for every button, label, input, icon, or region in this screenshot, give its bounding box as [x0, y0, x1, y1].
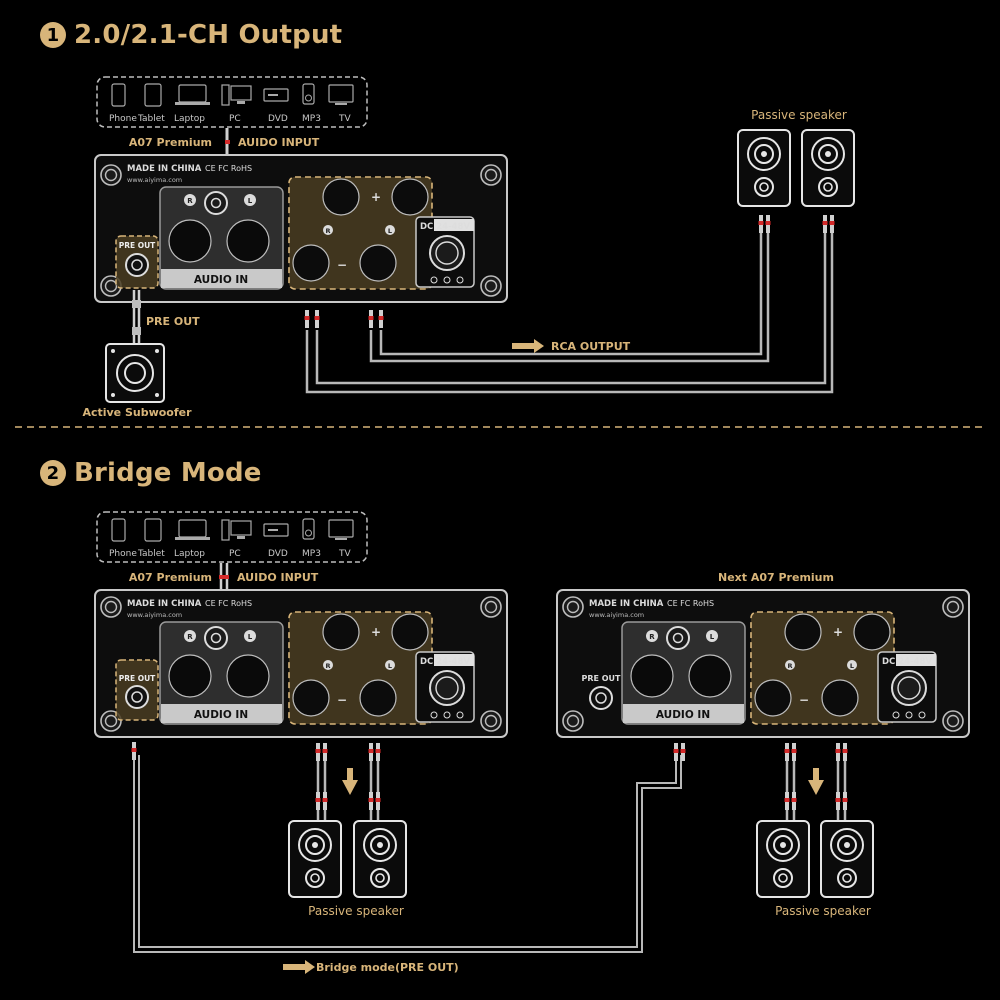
source-labels-bottom: Phone Tablet Laptop PC DVD MP3 TV	[109, 549, 351, 559]
svg-text:R: R	[325, 227, 330, 235]
svg-text:R: R	[325, 662, 330, 670]
certs-top: CE FC RoHS	[205, 164, 252, 173]
source-labels-top: Phone Tablet Laptop PC DVD MP3 TV	[109, 114, 351, 124]
svg-text:R: R	[187, 197, 193, 205]
svg-text:−: −	[799, 693, 809, 707]
svg-text:L: L	[850, 662, 854, 670]
svg-text:+: +	[833, 625, 843, 639]
website-top: www.aiyima.com	[127, 176, 182, 184]
svg-text:R: R	[187, 633, 193, 641]
audio-in-label-top: AUDIO IN	[194, 274, 248, 286]
subwoofer	[105, 343, 165, 403]
section-2-number: 2	[40, 460, 66, 486]
speaker-bottom-right-2	[820, 820, 874, 898]
svg-text:Phone: Phone	[109, 549, 137, 559]
source-tablet: Tablet	[137, 114, 165, 124]
down-arrow-icon-right	[808, 768, 824, 795]
rca-output-label: RCA OUTPUT	[551, 340, 631, 353]
section-1-label: 2.0/2.1-CH Output	[74, 20, 343, 50]
speaker-bottom-left-2	[353, 820, 407, 898]
section-2-title: 2 Bridge Mode	[40, 458, 262, 488]
source-phone: Phone	[109, 114, 137, 124]
pre-out-label: PRE OUT	[146, 315, 200, 328]
svg-text:−: −	[337, 258, 347, 272]
svg-text:AUDIO IN: AUDIO IN	[194, 709, 248, 721]
svg-text:MADE IN CHINA: MADE IN CHINA	[127, 599, 202, 609]
section-1-number: 1	[40, 22, 66, 48]
speaker-bottom-right-1	[756, 820, 810, 898]
cable-plug-red-top	[225, 140, 230, 144]
source-pc: PC	[229, 114, 241, 124]
svg-text:MP3: MP3	[302, 549, 321, 559]
svg-text:PRE OUT: PRE OUT	[119, 241, 156, 250]
svg-text:AUDIO IN: AUDIO IN	[656, 709, 710, 721]
svg-text:L: L	[248, 197, 253, 205]
audio-input-label-top: AUIDO INPUT	[238, 136, 320, 149]
svg-text:www.aiyima.com: www.aiyima.com	[589, 611, 644, 619]
svg-text:Laptop: Laptop	[174, 549, 205, 559]
svg-text:+: +	[371, 190, 381, 204]
svg-text:L: L	[388, 662, 392, 670]
amp-panel-bottom-right: MADE IN CHINA www.aiyima.com CE FC RoHS …	[556, 589, 970, 738]
speaker-bottom-left-1	[288, 820, 342, 898]
svg-text:PRE OUT: PRE OUT	[119, 674, 156, 683]
bridge-arrow-icon	[283, 960, 315, 974]
source-dvd: DVD	[268, 114, 288, 124]
svg-text:−: −	[337, 693, 347, 707]
passive-speaker-label-top: Passive speaker	[751, 108, 847, 122]
svg-text:DC 24-48V: DC 24-48V	[882, 657, 932, 667]
down-arrow-icon-left	[342, 768, 358, 795]
speaker-wires-top	[305, 230, 834, 394]
svg-text:CE FC RoHS: CE FC RoHS	[205, 599, 252, 608]
svg-text:DVD: DVD	[268, 549, 288, 559]
rca-arrow-icon	[512, 339, 544, 353]
passive-speaker-label-bottom-left: Passive speaker	[308, 904, 404, 918]
bridge-mode-label: Bridge mode(PRE OUT)	[316, 961, 459, 974]
svg-text:www.aiyima.com: www.aiyima.com	[127, 611, 182, 619]
svg-text:L: L	[248, 633, 253, 641]
svg-text:Tablet: Tablet	[137, 549, 165, 559]
bridge-cable	[133, 755, 682, 953]
subwoofer-label: Active Subwoofer	[82, 406, 192, 419]
audio-input-label-bottom: AUIDO INPUT	[237, 571, 319, 584]
svg-text:R: R	[649, 633, 655, 641]
svg-text:TV: TV	[338, 549, 351, 559]
a07-label-top: A07 Premium	[129, 136, 212, 149]
amp-panel-top: MADE IN CHINA www.aiyima.com CE FC RoHS …	[94, 154, 508, 303]
made-in-china-top: MADE IN CHINA	[127, 164, 202, 174]
svg-text:MADE IN CHINA: MADE IN CHINA	[589, 599, 664, 609]
a07-label-bottom: A07 Premium	[129, 571, 212, 584]
svg-text:CE FC RoHS: CE FC RoHS	[667, 599, 714, 608]
passive-speaker-label-bottom-right: Passive speaker	[775, 904, 871, 918]
svg-text:PRE OUT: PRE OUT	[581, 674, 621, 683]
audio-in-block-top	[159, 186, 284, 290]
svg-text:L: L	[710, 633, 715, 641]
speaker-top-right	[801, 129, 855, 207]
svg-text:L: L	[388, 227, 392, 235]
source-mp3: MP3	[302, 114, 321, 124]
next-amp-label: Next A07 Premium	[718, 571, 834, 584]
section-2-label: Bridge Mode	[74, 458, 262, 488]
source-laptop: Laptop	[174, 114, 205, 124]
svg-text:DC 24-48V: DC 24-48V	[420, 657, 470, 667]
svg-text:+: +	[371, 625, 381, 639]
amp-panel-bottom-left: MADE IN CHINA www.aiyima.com CE FC RoHS …	[94, 589, 508, 738]
source-tv: TV	[338, 114, 351, 124]
svg-text:DC 24-48V: DC 24-48V	[420, 222, 470, 232]
section-1-title: 1 2.0/2.1-CH Output	[40, 20, 342, 50]
svg-text:R: R	[787, 662, 792, 670]
svg-text:PC: PC	[229, 549, 241, 559]
speaker-top-left	[737, 129, 791, 207]
